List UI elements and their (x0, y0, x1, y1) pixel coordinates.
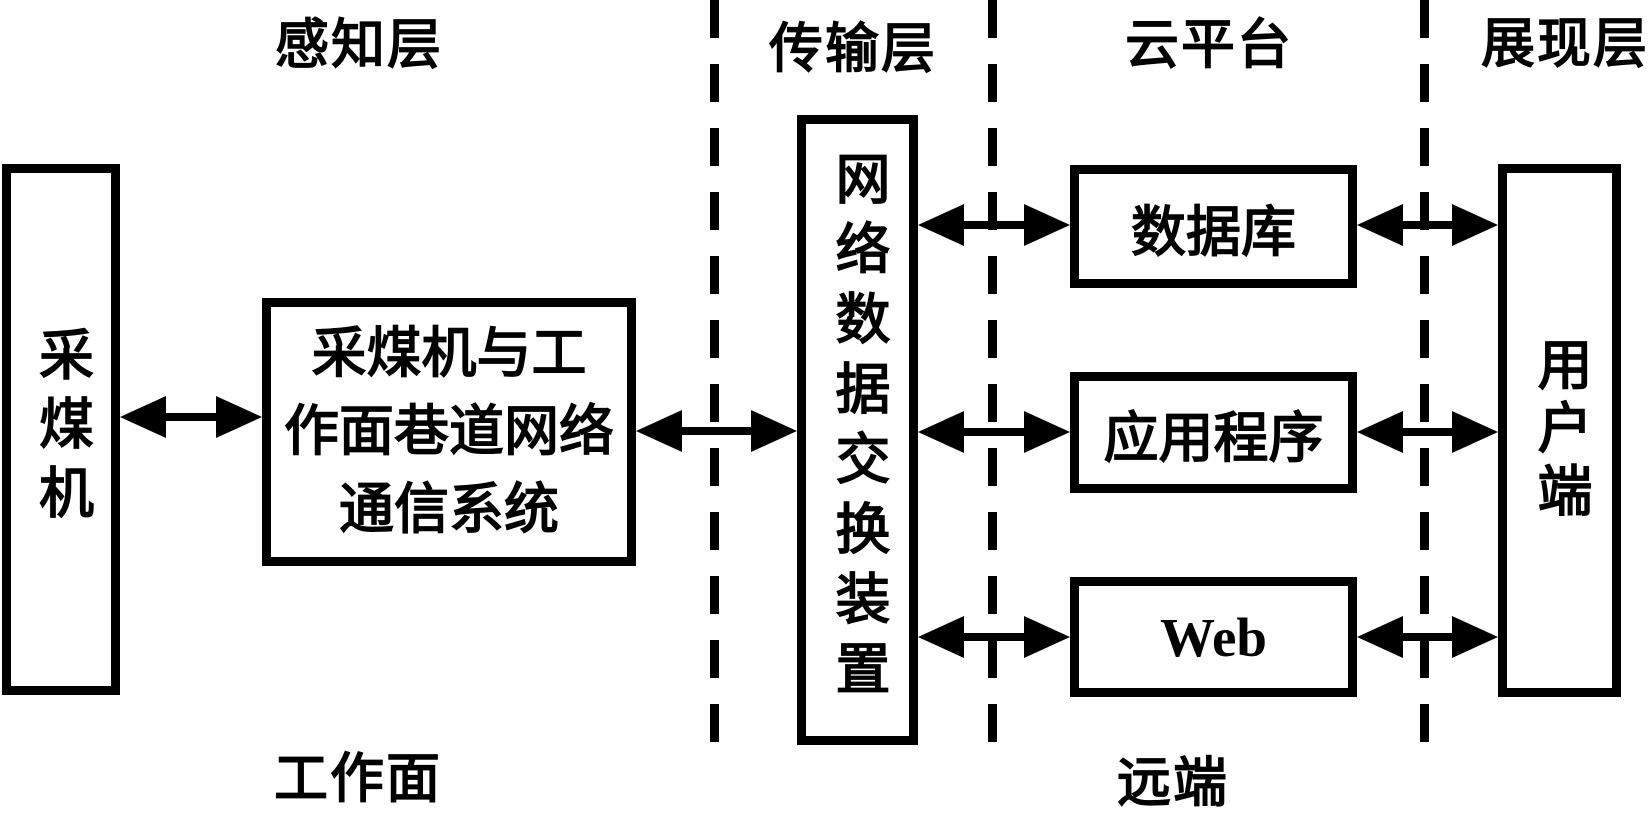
database-label: 数据库 (1130, 201, 1296, 263)
layer-label-perception: 感知层 (275, 15, 443, 75)
arrowhead-right (751, 410, 797, 452)
arrow-shaft (664, 427, 769, 435)
arrow-shaft (946, 428, 1042, 436)
arrow-shaft (148, 413, 234, 421)
arrow-shaft (1385, 633, 1470, 641)
arrowhead-right (1452, 411, 1498, 453)
comm-system-line-2: 作面巷道网络 (283, 401, 614, 462)
zone-label-remote: 远端 (1117, 753, 1229, 813)
arrowhead-right (1452, 204, 1498, 246)
layer-separator-3 (1420, 0, 1429, 768)
exchange-device-label: 网络数据交换装置 (827, 150, 888, 710)
layer-separator-1 (710, 0, 719, 768)
web-label: Web (1160, 606, 1267, 668)
arrow-shaft (1385, 428, 1470, 436)
layer-label-presentation: 展现层 (1481, 14, 1649, 74)
comm-system-line-1: 采煤机与工 (311, 323, 587, 384)
arrow-shaft (946, 221, 1042, 229)
arrowhead-right (1024, 616, 1070, 658)
application-box: 应用程序 (1070, 372, 1357, 493)
comm-system-label: 采煤机与工 作面巷道网络 通信系统 (284, 315, 614, 549)
user-terminal-label: 用户端 (1529, 336, 1590, 525)
user-terminal-box: 用户端 (1498, 164, 1621, 697)
zone-label-working-face: 工作面 (274, 749, 442, 809)
shearer-label: 采煤机 (30, 326, 92, 533)
web-box: Web (1070, 577, 1357, 697)
arrow-shaft (946, 633, 1042, 641)
layer-label-transmission: 传输层 (769, 19, 937, 79)
layer-label-cloud: 云平台 (1125, 15, 1293, 75)
arrowhead-right (1024, 411, 1070, 453)
arrowhead-right (1024, 204, 1070, 246)
arrowhead-right (1452, 616, 1498, 658)
application-label: 应用程序 (1103, 407, 1324, 469)
arrow-shaft (1385, 221, 1470, 229)
exchange-device-box: 网络数据交换装置 (797, 115, 918, 745)
database-box: 数据库 (1070, 165, 1357, 288)
layer-separator-2 (988, 0, 997, 768)
comm-system-box: 采煤机与工 作面巷道网络 通信系统 (262, 298, 636, 566)
arrowhead-right (216, 396, 262, 438)
comm-system-line-3: 通信系统 (338, 479, 559, 540)
shearer-box: 采煤机 (2, 164, 120, 695)
